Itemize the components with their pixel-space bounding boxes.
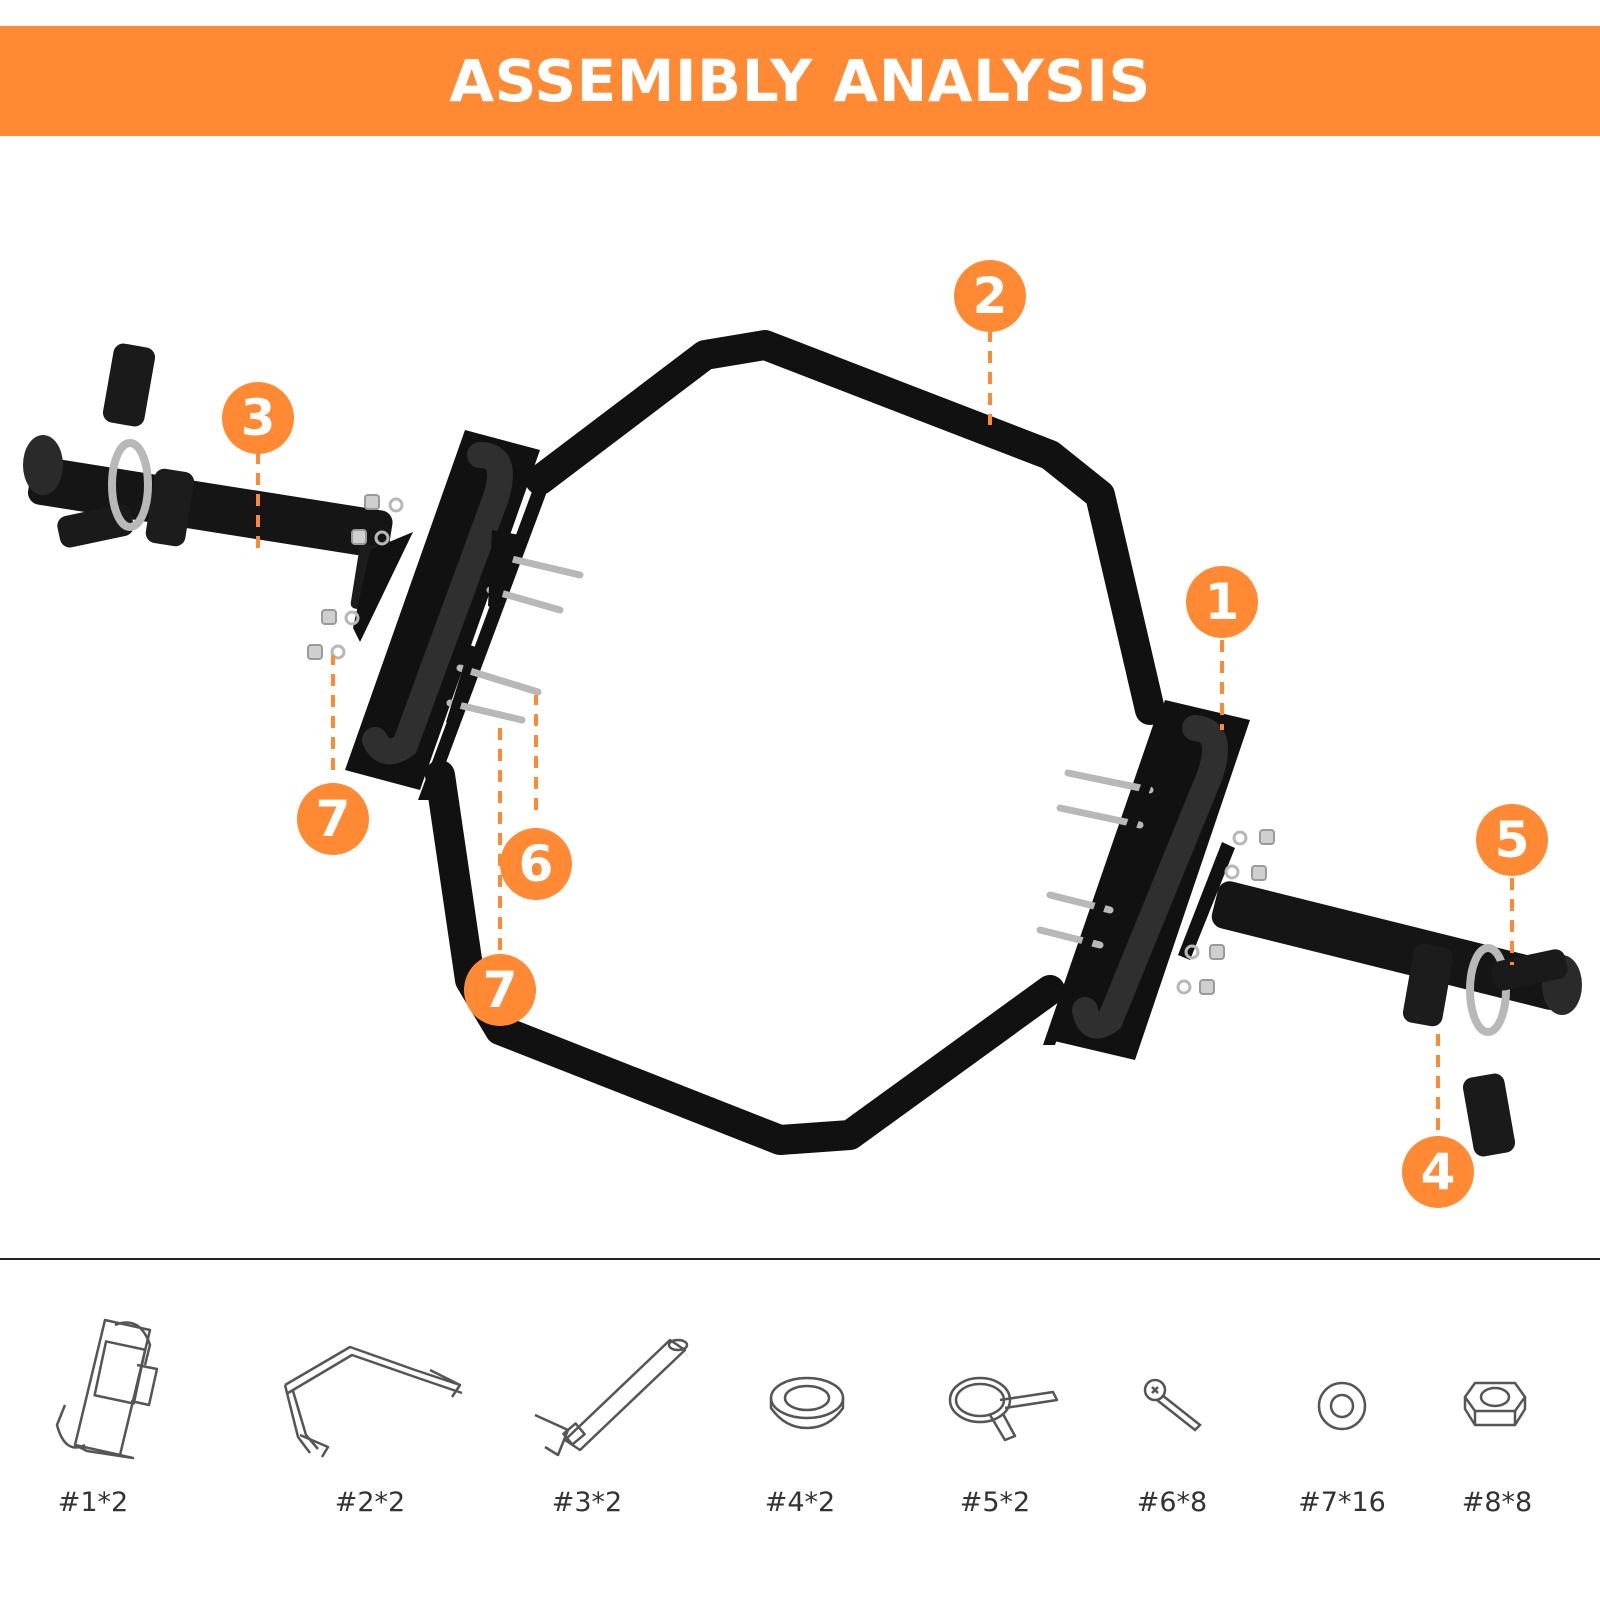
spring-clip-icon — [948, 1376, 1059, 1442]
callout-5: 5 — [1476, 804, 1548, 876]
hex-nut-icon — [1463, 1381, 1527, 1427]
part-label-4: #4*2 — [764, 1487, 836, 1518]
handle-bracket-icon — [55, 1318, 159, 1460]
bolt-icon — [1143, 1378, 1202, 1432]
exploded-diagram — [23, 330, 1582, 1157]
header-banner: ASSEMIBLY ANALYSIS — [0, 26, 1600, 136]
callout-3: 3 — [222, 382, 294, 454]
part-label-2: #2*2 — [334, 1487, 406, 1518]
page-title: ASSEMIBLY ANALYSIS — [449, 47, 1151, 115]
callout-4: 4 — [1402, 1136, 1474, 1208]
right-handle-assembly — [1036, 700, 1582, 1157]
callout-2: 2 — [954, 260, 1026, 332]
hex-frame-half-icon — [283, 1345, 463, 1458]
part-label-7: #7*16 — [1298, 1487, 1386, 1518]
collar-ring-icon — [769, 1376, 845, 1430]
callout-7-bottom: 7 — [464, 954, 536, 1026]
callout-6: 6 — [500, 828, 572, 900]
part-label-3: #3*2 — [551, 1487, 623, 1518]
part-label-6: #6*8 — [1136, 1487, 1208, 1518]
callout-7-top: 7 — [297, 783, 369, 855]
callout-1: 1 — [1186, 566, 1258, 638]
washer-icon — [1317, 1381, 1367, 1431]
part-label-5: #5*2 — [959, 1487, 1031, 1518]
sleeve-tube-icon — [534, 1338, 689, 1457]
hex-frame — [425, 330, 1165, 1155]
part-label-8: #8*8 — [1461, 1487, 1533, 1518]
part-label-1: #1*2 — [57, 1487, 129, 1518]
divider — [0, 1258, 1600, 1260]
left-handle-assembly — [23, 343, 584, 800]
leader-lines — [256, 330, 1514, 1130]
